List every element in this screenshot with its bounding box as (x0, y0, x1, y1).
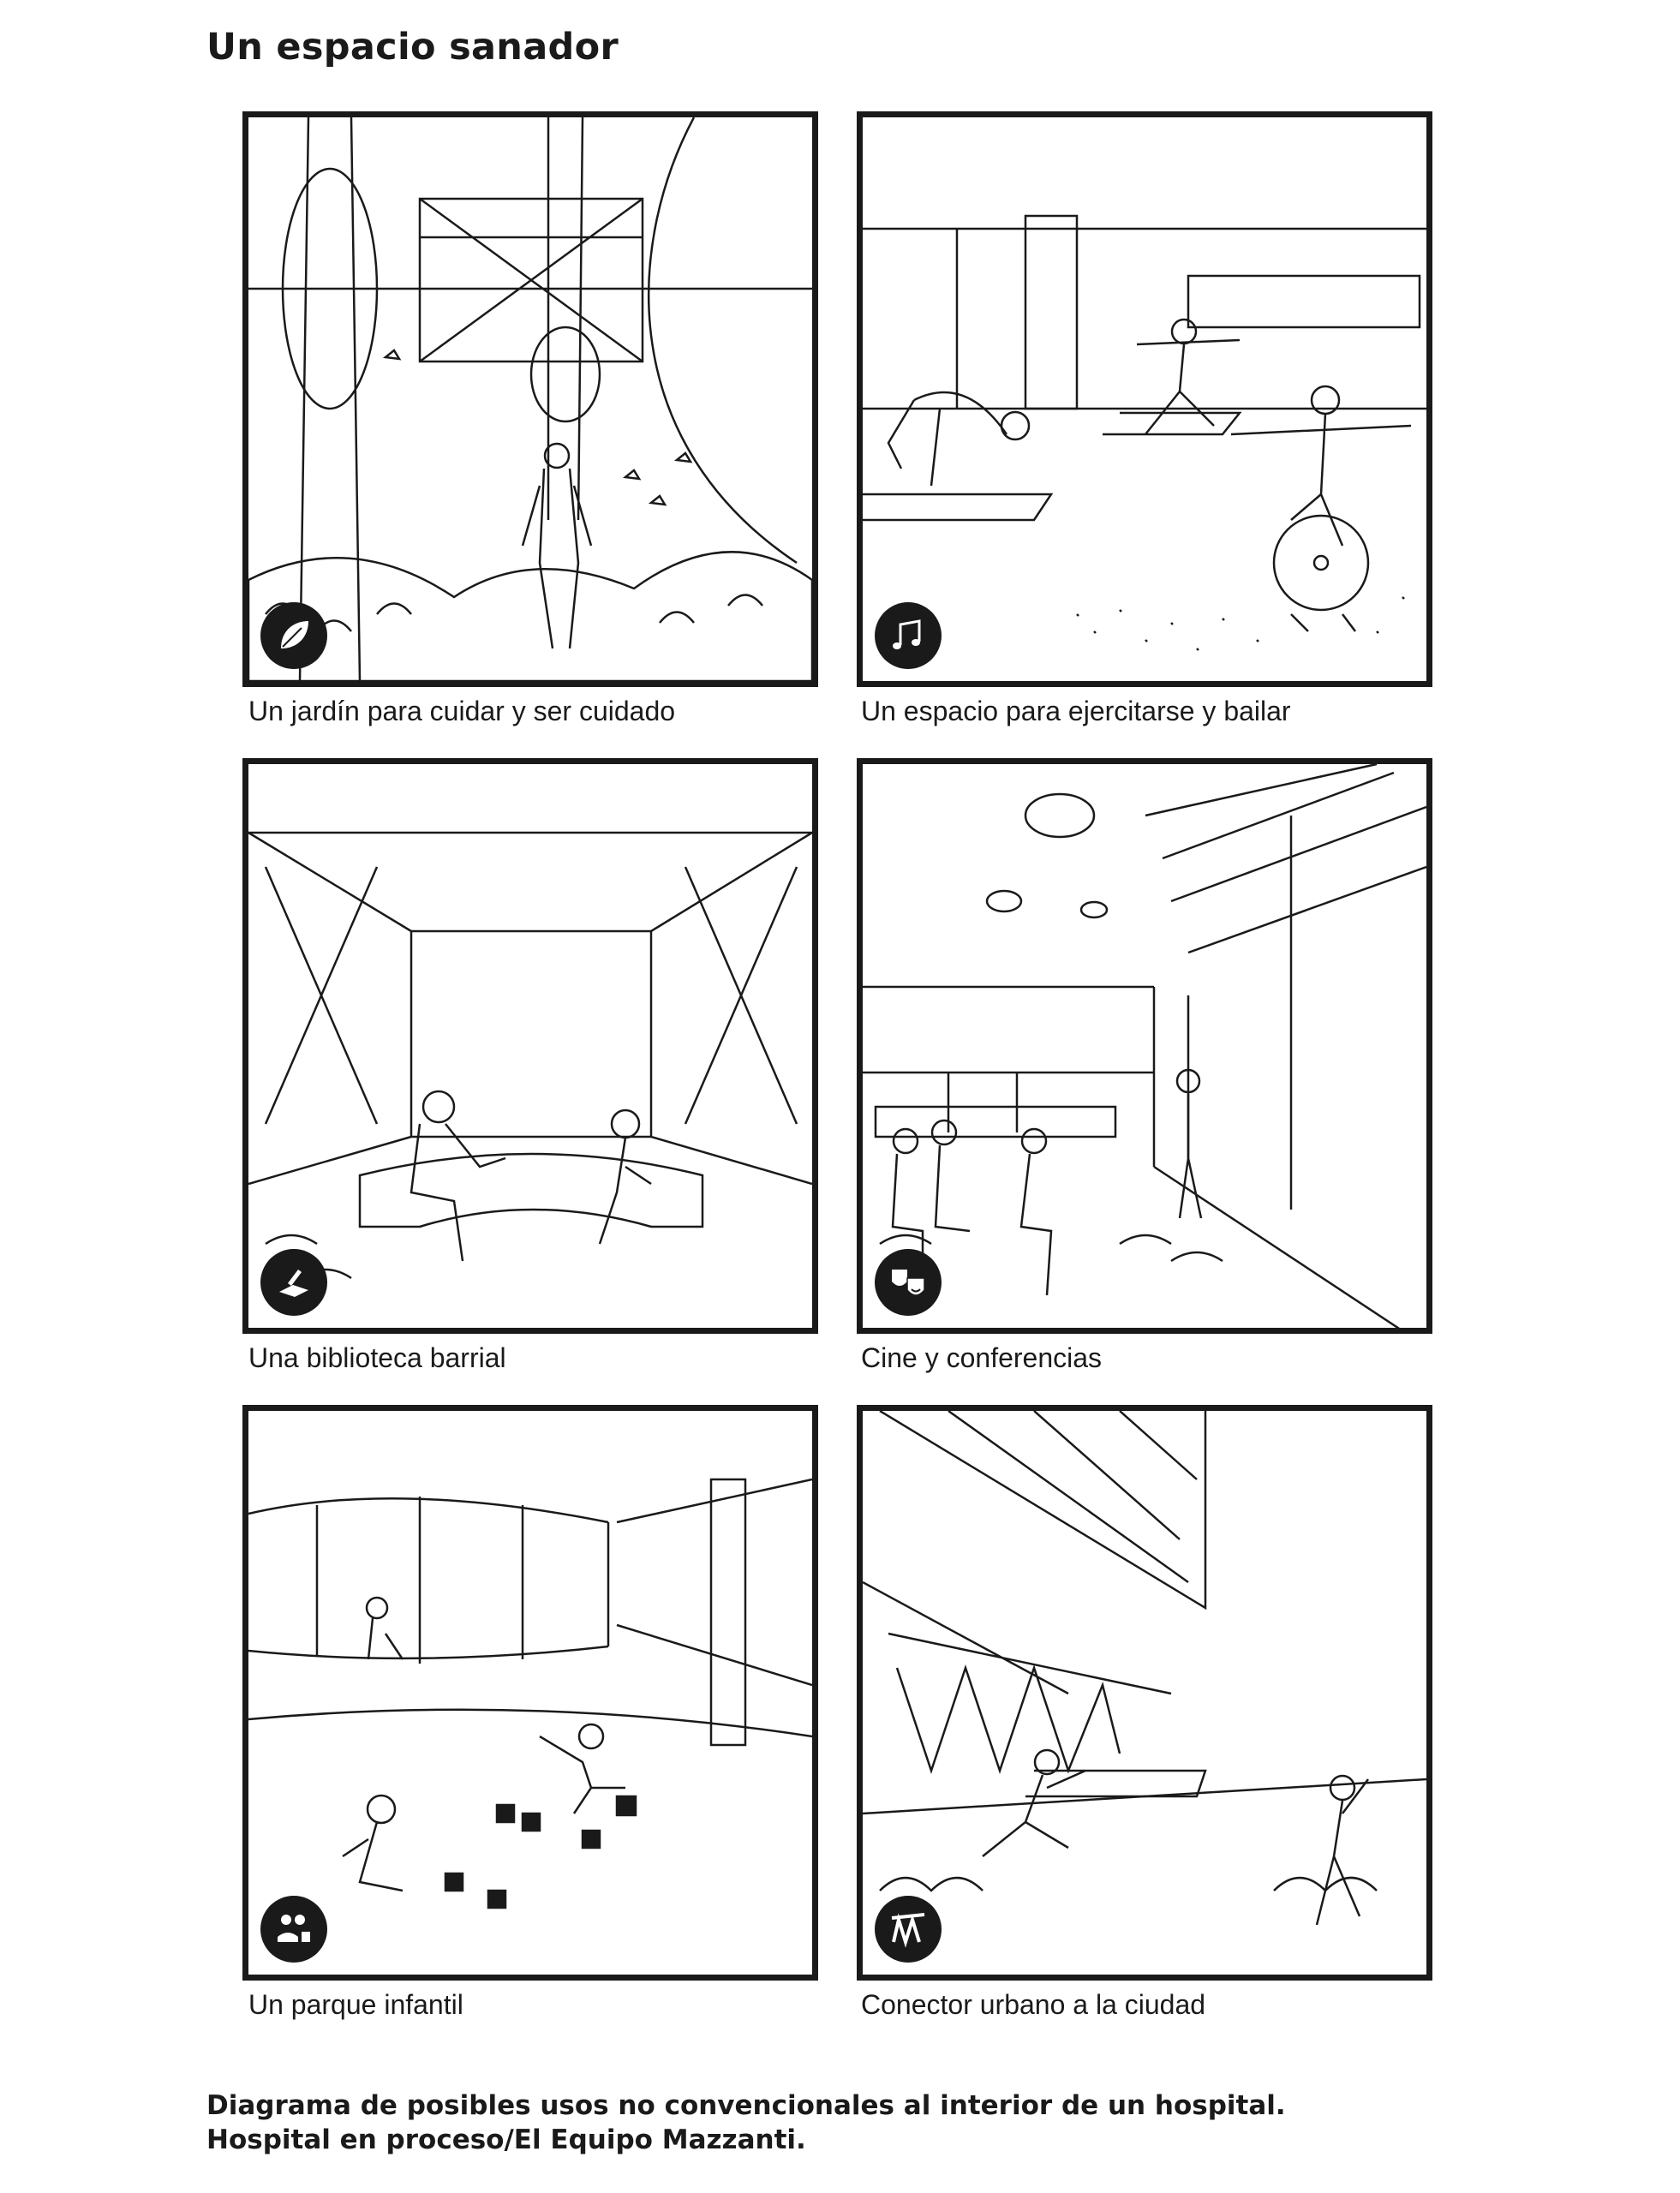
leaf-icon (281, 621, 308, 648)
page-title: Un espacio sanador (206, 26, 619, 69)
toys-icon (278, 1915, 310, 1942)
music-notes-icon (893, 619, 921, 649)
urban-connector-illustration (863, 1411, 1426, 1926)
toys-badge (260, 1896, 327, 1963)
caption-exercise: Un espacio para ejercitarse y bailar (861, 696, 1291, 726)
footnote-line-2: Hospital en proceso/El Equipo Mazzanti. (206, 2124, 806, 2155)
caption-urban-connector: Conector urbano a la ciudad (861, 1989, 1206, 2020)
footnote-line-1: Diagrama de posibles usos no convenciona… (206, 2090, 1286, 2121)
panel-library (242, 758, 818, 1334)
caption-library: Una biblioteca barrial (248, 1342, 506, 1373)
books-icon (279, 1270, 308, 1297)
masks-badge (875, 1249, 942, 1316)
panel-playground (242, 1405, 818, 1981)
panel-exercise (857, 111, 1432, 687)
caption-garden: Un jardín para cuidar y ser cuidado (248, 696, 676, 726)
panel-urban-connector (857, 1405, 1432, 1981)
building-structure-icon (891, 1913, 925, 1948)
structure-badge (875, 1896, 942, 1963)
music-badge (875, 602, 942, 669)
caption-cinema: Cine y conferencias (861, 1342, 1103, 1373)
cinema-illustration (863, 764, 1426, 1328)
footnote: Diagrama de posibles usos no convenciona… (206, 2088, 1286, 2157)
playground-illustration (248, 1478, 812, 1909)
garden-illustration (248, 117, 812, 681)
leaf-badge (260, 602, 327, 669)
library-illustration (248, 831, 812, 1280)
panel-cinema (857, 758, 1432, 1334)
theater-masks-icon (892, 1270, 925, 1296)
caption-playground: Un parque infantil (248, 1989, 463, 2020)
panel-garden (242, 111, 818, 687)
books-badge (260, 1249, 327, 1316)
exercise-illustration (863, 214, 1426, 651)
